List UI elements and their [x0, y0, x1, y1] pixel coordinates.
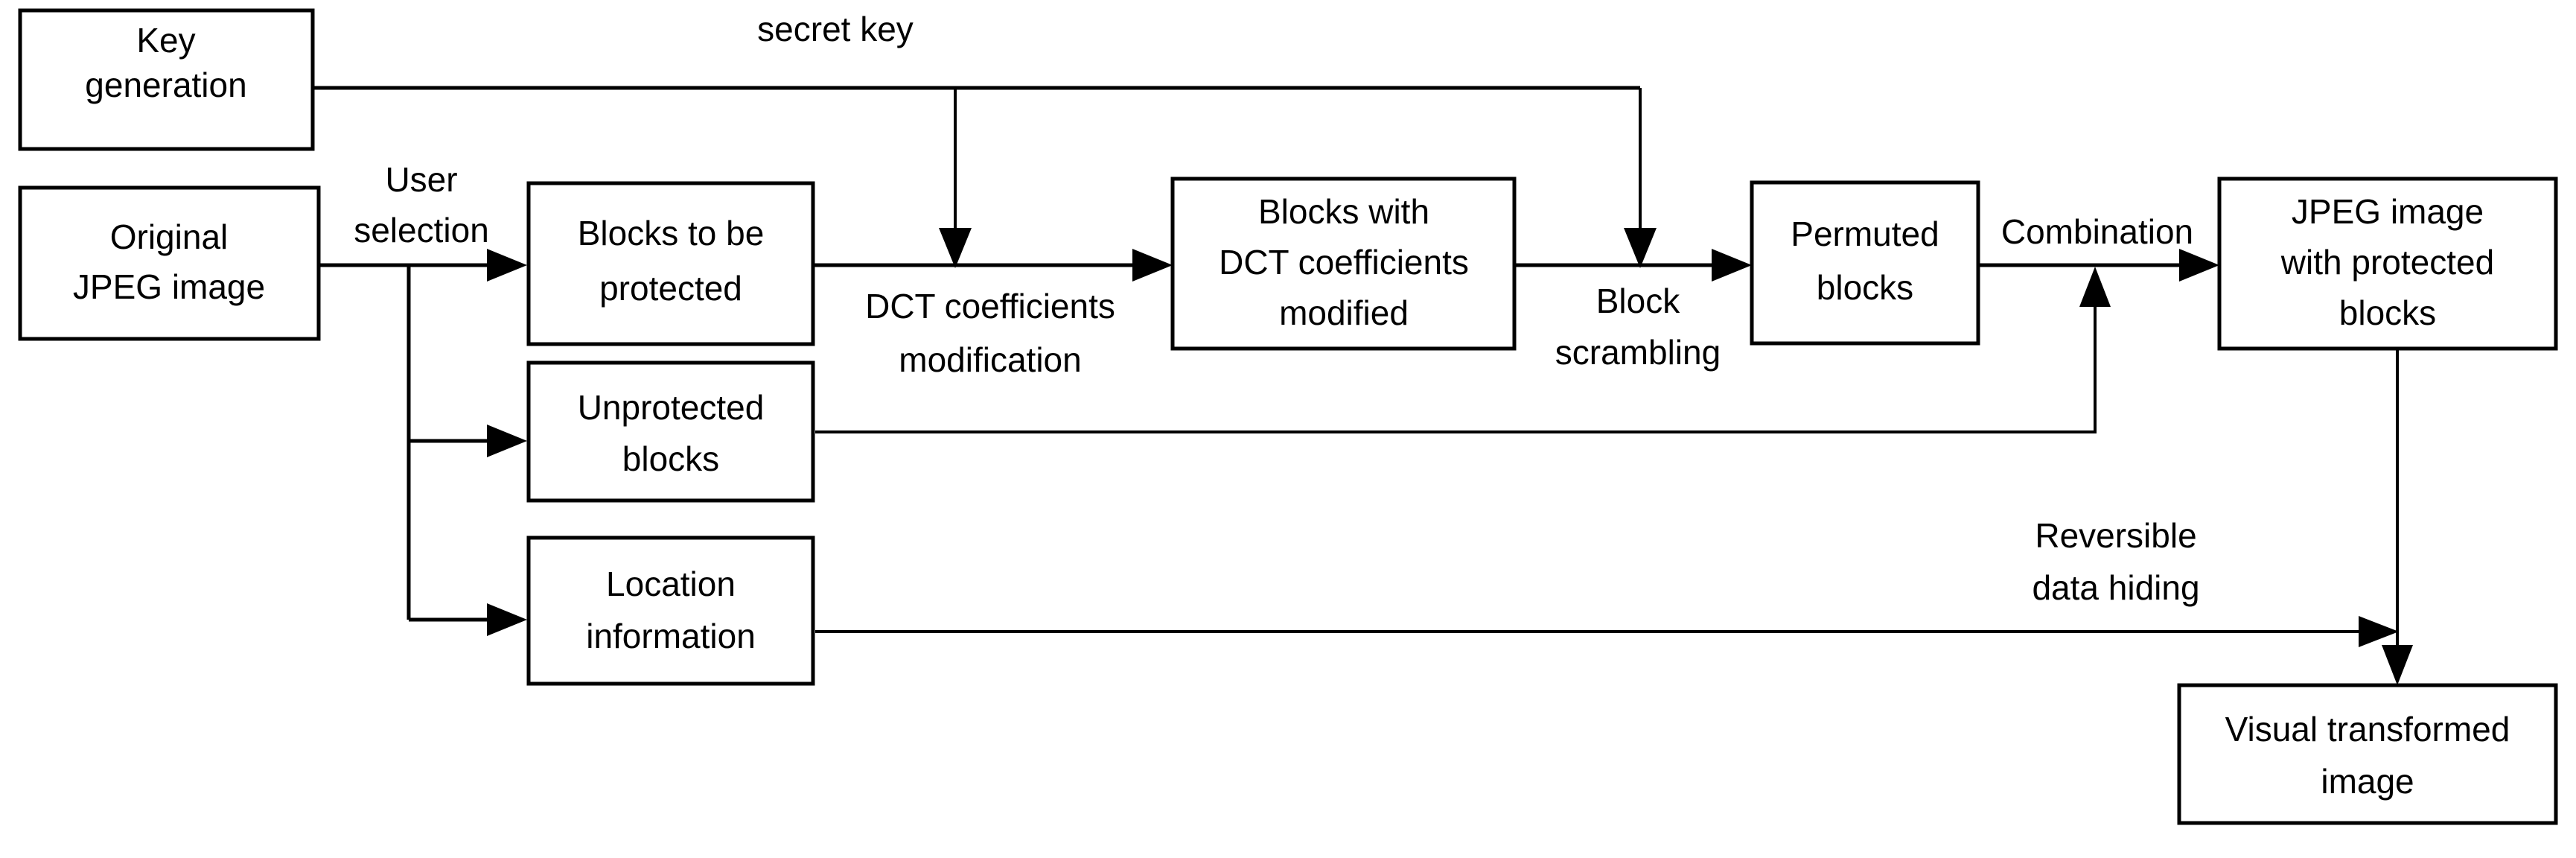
jpeg-image-with-protected-blocks-box [2217, 177, 2558, 351]
visual-transformed-image-label-line-2: image [2321, 762, 2414, 801]
unprotected-blocks-label-line-2: blocks [622, 439, 719, 478]
visual-transformed-image-label-line-1: Visual transformed [2225, 710, 2510, 749]
node-unprotected-blocks[interactable]: Unprotected blocks [526, 360, 815, 503]
location-information-box [526, 536, 815, 686]
edge-label-dct-modification-line-1: DCT coefficients [865, 287, 1115, 325]
arrow-rdh-into-column [2359, 616, 2399, 647]
arrow-secret-key-to-scrambling [1624, 228, 1657, 268]
edge-label-block-scrambling-line-2: scrambling [1555, 333, 1721, 372]
edge-label-reversible-data-hiding-line-1: Reversible [2035, 516, 2196, 555]
edge-label-combination: Combination [2001, 212, 2193, 251]
blocks-to-be-protected-label-line-2: protected [599, 269, 742, 308]
blocks-with-dct-label-line-3: modified [1279, 293, 1409, 332]
blocks-with-dct-label-line-2: DCT coefficients [1219, 243, 1469, 282]
edge-label-secret-key: secret key [757, 10, 914, 48]
jpeg-protected-label-line-3: blocks [2339, 293, 2436, 332]
visual-transformed-image-box [2177, 683, 2558, 825]
blocks-to-be-protected-box [526, 181, 815, 346]
unprotected-blocks-label-line-1: Unprotected [578, 388, 765, 427]
edge-label-reversible-data-hiding-line-2: data hiding [2032, 568, 2199, 607]
node-permuted-blocks[interactable]: Permuted blocks [1750, 180, 1980, 346]
key-generation-box [18, 8, 315, 151]
arrow-to-unprotected-blocks [487, 425, 527, 457]
arrow-to-blocks-to-be-protected [487, 249, 527, 282]
permuted-blocks-box [1750, 180, 1980, 346]
blocks-with-dct-label-line-1: Blocks with [1258, 192, 1429, 231]
blocks-with-dct-coefficients-modified-box [1170, 177, 1517, 351]
key-generation-label-line-2: generation [85, 66, 246, 104]
unprotected-blocks-box [526, 360, 815, 503]
node-location-information[interactable]: Location information [526, 536, 815, 686]
edge-label-block-scrambling-line-1: Block [1596, 282, 1680, 320]
original-jpeg-image-label-line-2: JPEG image [73, 267, 265, 306]
arrow-secret-key-to-dct [939, 228, 972, 268]
original-jpeg-image-label-line-1: Original [110, 217, 229, 256]
original-jpeg-image-box [18, 185, 321, 341]
node-visual-transformed-image[interactable]: Visual transformed image [2177, 683, 2558, 825]
key-generation-label-line-1: Key [136, 21, 195, 60]
blocks-to-be-protected-label-line-1: Blocks to be [578, 214, 765, 252]
edge-label-user-selection-line-2: selection [354, 211, 489, 250]
location-information-label-line-2: information [586, 617, 756, 655]
arrow-to-permuted-blocks [1712, 249, 1752, 282]
arrow-to-location-information [487, 603, 527, 636]
jpeg-protected-label-line-2: with protected [2280, 243, 2494, 282]
arrow-to-dct-modified [1132, 249, 1173, 282]
node-key-generation[interactable]: Key generation [18, 8, 315, 151]
arrow-unprotected-into-combination [2079, 267, 2111, 307]
permuted-blocks-label-line-2: blocks [1817, 268, 1913, 307]
edge-label-user-selection-line-1: User [385, 160, 457, 199]
arrow-to-jpeg-protected [2179, 249, 2219, 282]
node-original-jpeg-image[interactable]: Original JPEG image [18, 185, 321, 341]
location-information-label-line-1: Location [606, 565, 736, 603]
permuted-blocks-label-line-1: Permuted [1791, 214, 1939, 253]
edge-unprotected-to-combination [815, 290, 2097, 433]
jpeg-protected-label-line-1: JPEG image [2292, 192, 2484, 231]
node-blocks-to-be-protected[interactable]: Blocks to be protected [526, 181, 815, 346]
node-blocks-with-dct-coefficients-modified[interactable]: Blocks with DCT coefficients modified [1170, 177, 1517, 351]
edge-label-dct-modification-line-2: modification [899, 340, 1081, 379]
arrow-to-visual-transformed-image [2382, 645, 2413, 685]
node-jpeg-image-with-protected-blocks[interactable]: JPEG image with protected blocks [2217, 177, 2558, 351]
